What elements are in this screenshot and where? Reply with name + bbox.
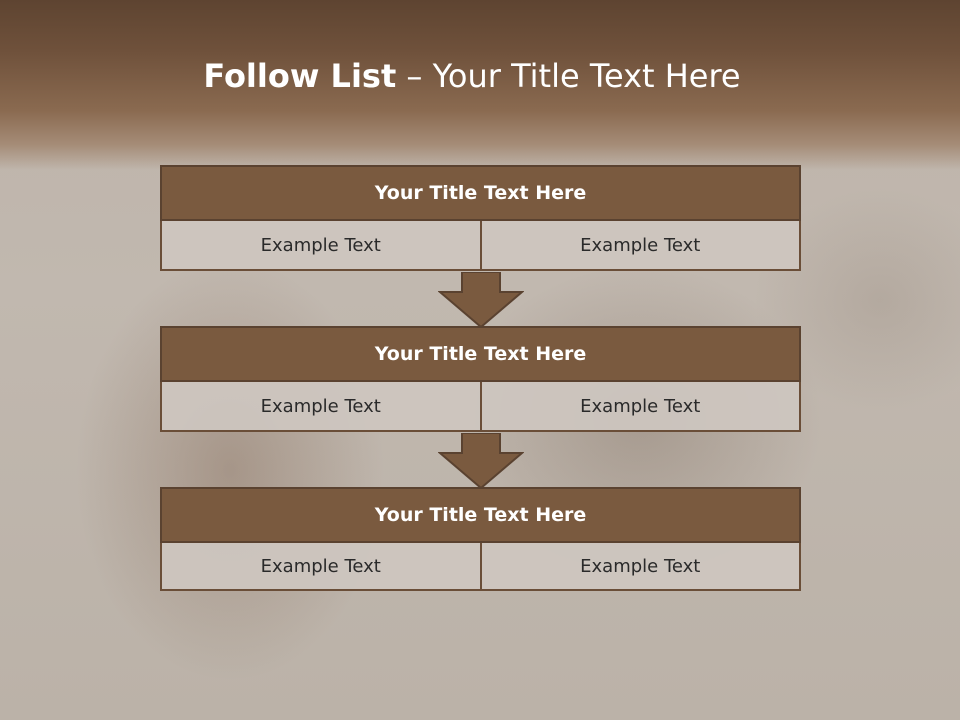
block-row: Example Text Example Text (160, 382, 801, 432)
block-title: Your Title Text Here (160, 165, 801, 221)
block-cell-left: Example Text (160, 382, 482, 432)
follow-block-1: Your Title Text Here Example Text Exampl… (160, 165, 801, 271)
block-row: Example Text Example Text (160, 221, 801, 271)
block-title: Your Title Text Here (160, 326, 801, 382)
block-cell-right: Example Text (481, 382, 801, 432)
follow-block-2: Your Title Text Here Example Text Exampl… (160, 326, 801, 432)
down-arrow-icon (438, 433, 524, 489)
block-cell-right: Example Text (481, 221, 801, 271)
block-title: Your Title Text Here (160, 487, 801, 543)
follow-block-3: Your Title Text Here Example Text Exampl… (160, 487, 801, 591)
block-row: Example Text Example Text (160, 543, 801, 591)
title-bold: Follow List (203, 57, 397, 95)
down-arrow-icon (438, 272, 524, 328)
block-cell-right: Example Text (481, 543, 801, 591)
block-cell-left: Example Text (160, 543, 482, 591)
header-band (0, 0, 960, 170)
slide-title: Follow List – Your Title Text Here (0, 56, 944, 96)
title-rest: – Your Title Text Here (406, 57, 741, 95)
block-cell-left: Example Text (160, 221, 482, 271)
